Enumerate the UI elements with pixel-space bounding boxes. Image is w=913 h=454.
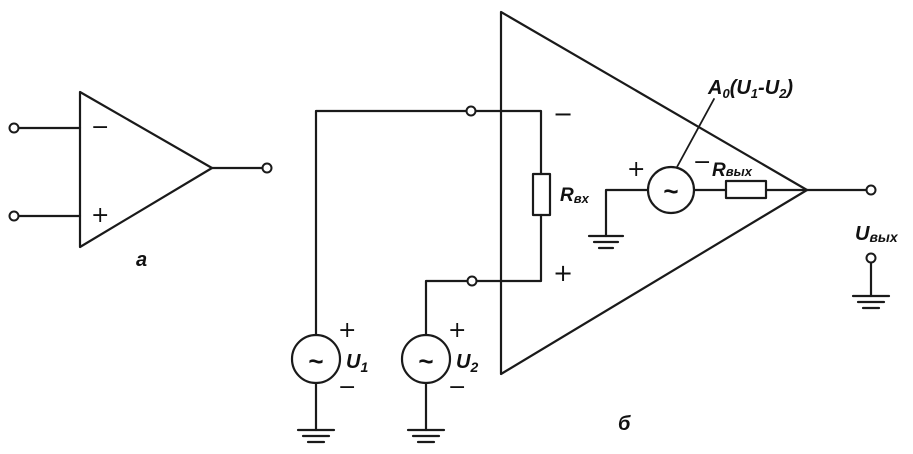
noninverting-internal-wire	[475, 213, 543, 283]
output-ground	[851, 294, 891, 310]
input-resistor	[531, 172, 552, 217]
output-resistor	[724, 179, 768, 200]
noninverting-input-wire	[424, 279, 469, 337]
internal-source-minus: −	[693, 150, 711, 175]
source-u2-label: U2	[456, 351, 478, 375]
output-voltage-label: Uвых	[855, 223, 899, 245]
internal-ground	[587, 234, 625, 250]
source-u1-plus: +	[338, 318, 356, 343]
opamp-b-triangle	[499, 10, 809, 376]
inverting-input-wire	[314, 109, 468, 337]
source-u1-label: U1	[346, 351, 368, 375]
noninverting-input-sign: +	[553, 259, 573, 287]
output-resistor-label: Rвых	[712, 160, 753, 181]
opamp-a-triangle	[78, 90, 214, 249]
gain-expression-label: A0(U1-U2)	[707, 77, 793, 101]
output-measure-terminal	[865, 252, 877, 264]
source-u1-tilde: ~	[308, 346, 323, 376]
inverting-input-terminal	[465, 105, 477, 117]
ground-u1	[296, 428, 336, 444]
source-u2-minus: −	[448, 375, 466, 400]
source-u2-plus: +	[448, 318, 466, 343]
source-u2-tilde: ~	[418, 346, 433, 376]
figure-b: − Rвх + ~ + − U1 ~ + − U2	[290, 10, 899, 444]
figure-a-caption: а	[136, 249, 147, 271]
inverting-input-sign: −	[553, 100, 573, 128]
internal-ground-wire	[604, 188, 650, 238]
figure-a: − + а	[8, 90, 273, 271]
noninverting-input-terminal	[466, 275, 478, 287]
opamp-a-noninverting-terminal	[8, 210, 20, 222]
opamp-a-plus-sign: +	[91, 203, 109, 228]
internal-source-tilde: ~	[663, 176, 678, 206]
opamp-a-inverting-terminal	[8, 122, 20, 134]
opamp-a-output-terminal	[261, 162, 273, 174]
inverting-internal-wire	[474, 109, 543, 176]
source-u1-minus: −	[338, 375, 356, 400]
figure-b-caption: б	[618, 413, 631, 435]
input-resistor-label: Rвх	[560, 185, 590, 206]
output-terminal	[865, 184, 877, 196]
ground-u2	[406, 428, 446, 444]
opamp-a-minus-sign: −	[91, 115, 109, 140]
internal-source-plus: +	[627, 157, 645, 182]
gain-expression-leader	[676, 98, 715, 168]
